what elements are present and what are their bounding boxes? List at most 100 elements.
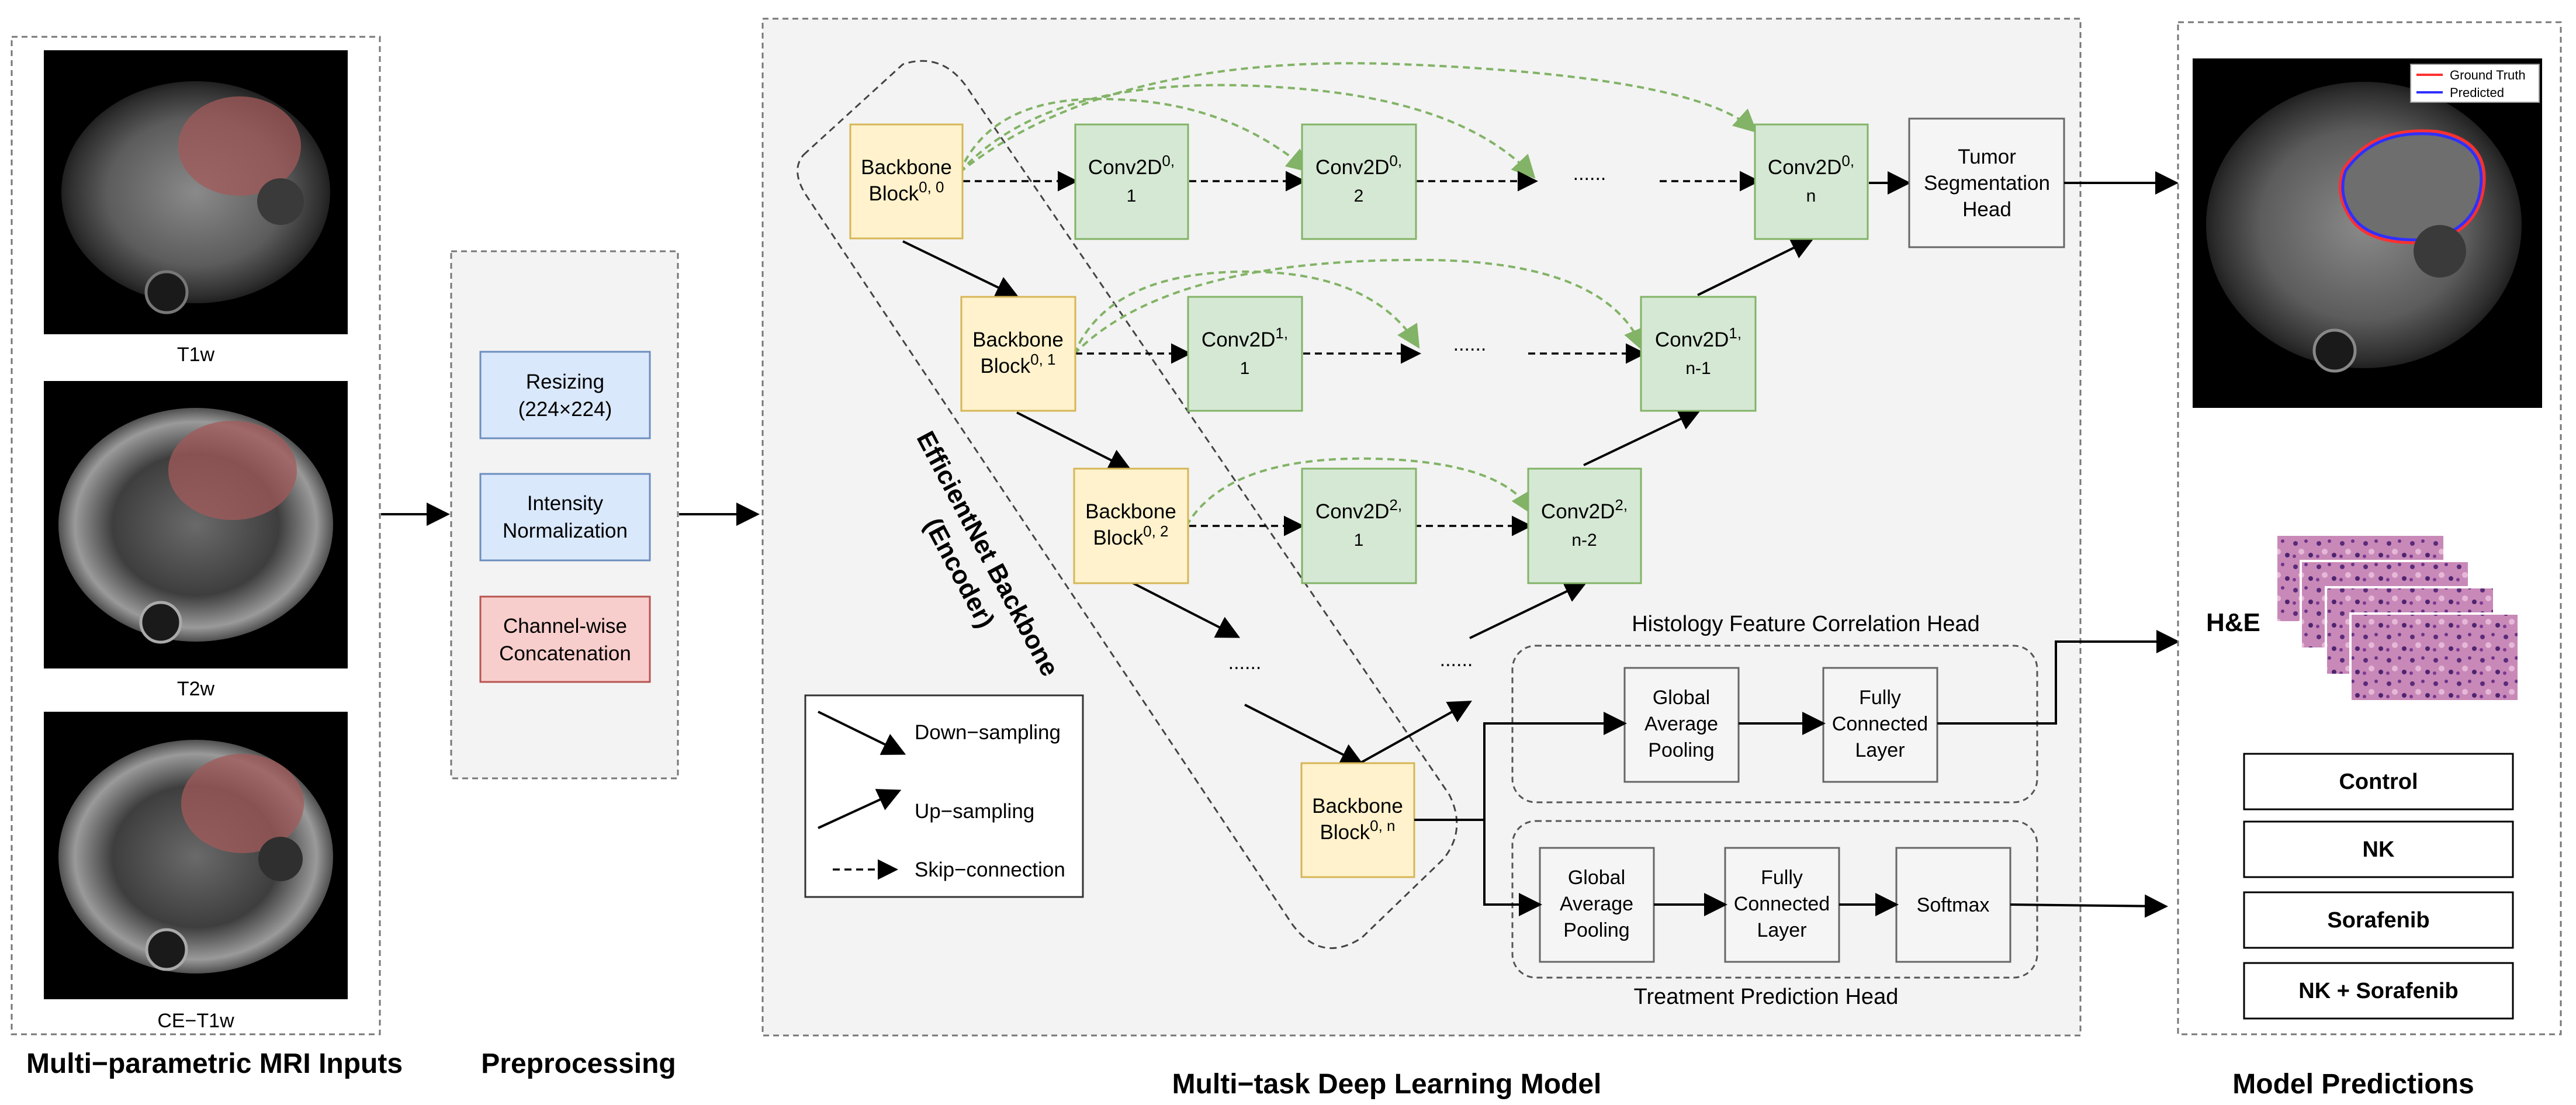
svg-text:Up−sampling: Up−sampling [915, 800, 1034, 823]
svg-text:Fully: Fully [1859, 687, 1901, 709]
svg-text:Predicted: Predicted [2450, 85, 2504, 100]
mri-label-ce-t1w: CE−T1w [157, 1010, 234, 1032]
inputs-section-title: Multi−parametric MRI Inputs [26, 1048, 403, 1079]
backbone-block-0-0: Backbone Block0, 0 [849, 123, 964, 240]
conv2d-2-1: Conv2D2, 1 [1301, 467, 1417, 584]
conv2d-0-1: Conv2D0, 1 [1074, 123, 1189, 240]
histology-gap: Global Average Pooling [1623, 667, 1740, 783]
step-intensity-normalization: Intensity Normalization [479, 473, 651, 562]
svg-text:Intensity: Intensity [527, 492, 604, 515]
conv2d-2-n: Conv2D2, n-2 [1527, 467, 1642, 584]
treatment-option-sorafenib: Sorafenib [2243, 891, 2514, 949]
svg-text:Backbone: Backbone [1085, 500, 1176, 523]
head-arrows [1414, 630, 2180, 918]
ellipsis-backbone: ...... [1228, 652, 1262, 674]
svg-text:Head: Head [1962, 198, 2011, 221]
svg-text:Average: Average [1644, 713, 1718, 735]
svg-text:n-2: n-2 [1571, 531, 1597, 550]
svg-text:2: 2 [1354, 186, 1364, 206]
backbone-block-0-1: Backbone Block0, 1 [960, 296, 1076, 412]
svg-text:NK + Sorafenib: NK + Sorafenib [2298, 979, 2458, 1003]
svg-text:Softmax: Softmax [1917, 894, 1990, 916]
preprocessing-section-title: Preprocessing [481, 1048, 676, 1079]
skip-connections [963, 171, 1760, 536]
svg-text:Resizing: Resizing [526, 370, 604, 393]
svg-text:n: n [1806, 186, 1816, 206]
svg-text:Control: Control [2339, 770, 2418, 794]
svg-text:Conv2D0,: Conv2D0, [1088, 152, 1175, 179]
step-channel-concatenation: Channel-wise Concatenation [479, 595, 651, 683]
treatment-option-control: Control [2243, 753, 2514, 810]
svg-text:Average: Average [1560, 893, 1633, 915]
mri-image-t2w [44, 381, 348, 668]
mri-inputs-panel: T1w T2w CE−T1w [11, 36, 381, 1035]
svg-text:1: 1 [1127, 186, 1137, 206]
svg-text:Ground Truth: Ground Truth [2450, 68, 2526, 82]
svg-text:Segmentation: Segmentation [1924, 172, 2050, 195]
svg-text:Connected: Connected [1832, 713, 1928, 735]
mri-image-ce-t1w [44, 712, 348, 999]
svg-text:Fully: Fully [1761, 867, 1803, 889]
conv2d-0-2: Conv2D0, 2 [1301, 123, 1417, 240]
he-label: H&E [2206, 608, 2260, 637]
arrow-legend: Down−sampling Up−sampling Skip−connectio… [804, 694, 1084, 898]
histology-head-title: Histology Feature Correlation Head [1632, 612, 1980, 636]
treatment-option-nk: NK [2243, 820, 2514, 878]
conv2d-0-n: Conv2D0, n [1754, 123, 1869, 240]
mri-label-t2w: T2w [177, 678, 215, 700]
svg-text:Layer: Layer [1855, 739, 1905, 761]
mri-label-t1w: T1w [177, 344, 215, 366]
svg-text:Concatenation: Concatenation [499, 642, 631, 665]
histology-fc: Fully Connected Layer [1822, 667, 1938, 783]
svg-text:Backbone: Backbone [1312, 795, 1403, 818]
segmentation-output-image: Ground Truth Predicted [2193, 58, 2542, 408]
skip-arcs [958, 62, 1757, 527]
encoder-region [797, 60, 1458, 950]
svg-text:Block0, n: Block0, n [1320, 817, 1396, 844]
he-histology-stack [2275, 534, 2520, 702]
svg-text:Sorafenib: Sorafenib [2327, 908, 2429, 933]
svg-text:Conv2D2,: Conv2D2, [1315, 496, 1402, 523]
svg-text:Backbone: Backbone [861, 156, 952, 179]
conv2d-1-n: Conv2D1, n-1 [1640, 296, 1757, 412]
svg-text:Channel-wise: Channel-wise [503, 615, 627, 638]
treatment-softmax: Softmax [1895, 847, 2011, 963]
svg-text:NK: NK [2363, 837, 2395, 862]
tumor-segmentation-head: Tumor Segmentation Head [1908, 117, 2065, 248]
treatment-fc: Fully Connected Layer [1724, 847, 1840, 963]
svg-text:Skip−connection: Skip−connection [915, 858, 1065, 881]
predictions-section-title: Model Predictions [2232, 1069, 2474, 1100]
svg-text:Down−sampling: Down−sampling [915, 721, 1061, 744]
svg-text:Pooling: Pooling [1648, 739, 1714, 761]
conv2d-1-1: Conv2D1, 1 [1187, 296, 1303, 412]
svg-text:Global: Global [1653, 687, 1710, 709]
svg-text:Conv2D0,: Conv2D0, [1768, 152, 1854, 179]
ellipsis-row1: ...... [1453, 333, 1487, 355]
svg-text:Block0, 2: Block0, 2 [1093, 522, 1169, 549]
svg-text:Tumor: Tumor [1958, 146, 2016, 168]
svg-text:Connected: Connected [1734, 893, 1830, 915]
mri-image-t1w [44, 50, 348, 334]
ellipsis-row0: ...... [1573, 162, 1606, 185]
sampling-arrows [902, 171, 1911, 765]
backbone-block-0-n: Backbone Block0, n [1300, 762, 1415, 878]
svg-text:Block0, 0: Block0, 0 [869, 178, 944, 205]
svg-text:Layer: Layer [1757, 919, 1806, 941]
svg-text:Conv2D1,: Conv2D1, [1202, 324, 1288, 351]
svg-text:n-1: n-1 [1685, 359, 1711, 378]
svg-text:Conv2D0,: Conv2D0, [1315, 152, 1402, 179]
model-section-title: Multi−task Deep Learning Model [1172, 1069, 1602, 1100]
preprocessing-panel: Resizing (224×224) Intensity Normalizati… [450, 250, 679, 780]
treatment-option-nk-sorafenib: NK + Sorafenib [2243, 962, 2514, 1020]
svg-text:1: 1 [1354, 531, 1364, 550]
backbone-block-0-2: Backbone Block0, 2 [1073, 467, 1189, 584]
svg-text:Pooling: Pooling [1563, 919, 1629, 941]
svg-text:(224×224): (224×224) [518, 398, 612, 421]
svg-text:Normalization: Normalization [503, 519, 628, 542]
svg-text:Backbone: Backbone [972, 328, 1064, 351]
treatment-gap: Global Average Pooling [1539, 847, 1655, 963]
treatment-head-frame [1511, 820, 2038, 979]
treatment-options: Control NK Sorafenib NK + Sorafenib [2243, 753, 2514, 1020]
svg-text:1: 1 [1240, 359, 1250, 378]
